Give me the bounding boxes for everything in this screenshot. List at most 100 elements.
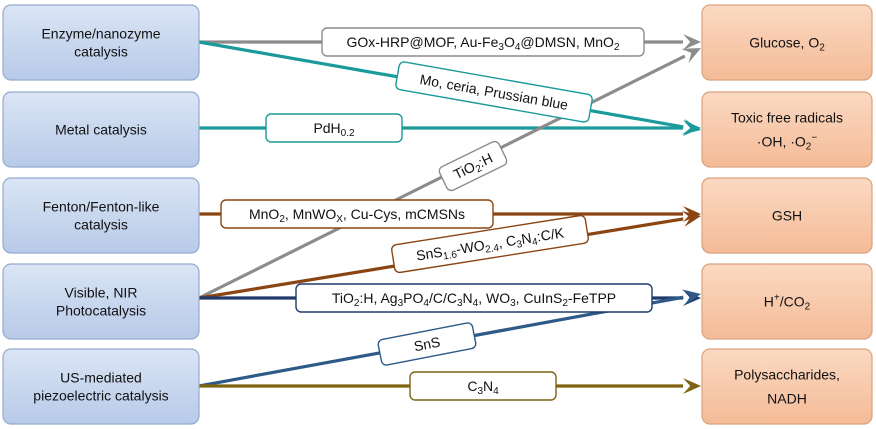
arrow-label-fenton-gsh: MnO2, MnWOX, Cu-Cys, mCMSNs (220, 199, 494, 229)
arrow-label-text: MnO2, MnWOX, Cu-Cys, mCMSNs (249, 206, 465, 225)
arrow-label-segment: 3 (498, 42, 504, 53)
target-label-segment: Polysaccharides, (734, 367, 840, 383)
source-node-metal: Metal catalysis (2, 91, 200, 168)
arrow-label-piezo-hco2: SnS (377, 322, 477, 366)
arrow-label-segment: -WO (455, 237, 486, 257)
arrow-label-segment: , WO (478, 290, 510, 306)
source-label-line: catalysis (74, 44, 128, 60)
target-node-radicals: Toxic free radicals ·OH, ·O2− (701, 91, 873, 168)
arrow-label-box (265, 113, 403, 143)
target-box (701, 4, 873, 81)
arrow-label-segment: 2 (354, 298, 360, 309)
target-label-segment: Toxic free radicals (731, 110, 843, 126)
source-label-line: Metal catalysis (55, 122, 147, 138)
arrow-label-segment: 3 (398, 298, 404, 309)
target-label-segment: H (764, 294, 774, 310)
arrow-label-text: PdH0.2 (313, 120, 355, 139)
arrow-label-box (409, 371, 557, 401)
target-label-line: H+/CO2 (764, 293, 811, 313)
arrow-label-segment: -FeTPP (568, 290, 616, 306)
target-node-poly: Polysaccharides,NADH (701, 348, 873, 425)
arrow-label-segment: GOx-HRP@MOF, Au-Fe (346, 34, 498, 50)
source-label-line: piezoelectric catalysis (33, 388, 168, 404)
source-node-fenton: Fenton/Fenton-like catalysis (2, 177, 200, 254)
arrow-label-text: SnS (412, 334, 441, 355)
source-node-piezo: US-mediated piezoelectric catalysis (2, 348, 200, 425)
source-box (2, 177, 200, 254)
target-label-segment: /CO (780, 294, 805, 310)
source-box (2, 348, 200, 425)
source-label-line: Enzyme/nanozyme (41, 26, 160, 42)
target-label-line: Polysaccharides, (734, 367, 840, 383)
source-label-segment: Photocatalysis (56, 303, 146, 319)
target-label-segment: Glucose, O (749, 35, 819, 51)
target-label-line: ·OH, ·O2− (757, 133, 818, 153)
arrow-label-box (295, 283, 653, 313)
arrow-label-segment: :C/K (536, 224, 566, 244)
arrow-label-segment: TiO (332, 290, 354, 306)
arrow-head (683, 120, 701, 136)
source-label-segment: Visible, NIR (65, 285, 138, 301)
arrow-label-segment: 3 (516, 239, 524, 251)
source-label-segment: US-mediated (60, 370, 142, 386)
source-label-segment: Enzyme/nanozyme (41, 26, 160, 42)
source-label-line: Visible, NIR (65, 285, 138, 301)
target-label-segment: 2 (805, 302, 811, 313)
arrow-label-text: TiO2:H, Ag3PO4/C/C3N4, WO3, CuInS2-FeTPP (332, 290, 616, 309)
arrow-label-segment: 4 (515, 42, 521, 53)
source-label-line: Fenton/Fenton-like (43, 199, 160, 215)
arrow-label-photo-glucose: TiO2:H (438, 140, 508, 192)
source-label-segment: Metal catalysis (55, 122, 147, 138)
target-node-hco2: H+/CO2 (701, 263, 873, 340)
source-node-enzyme: Enzyme/nanozyme catalysis (2, 4, 200, 81)
arrow-label-metal-radicals: PdH0.2 (265, 113, 403, 143)
source-label-segment: catalysis (74, 44, 128, 60)
arrow-label-segment: 3 (510, 298, 516, 309)
arrow-label-segment: X (336, 214, 343, 225)
arrow-label-segment: MnO (249, 206, 279, 222)
source-label-line: catalysis (74, 217, 128, 233)
arrow-head (683, 34, 701, 50)
arrow-label-segment: , C (497, 232, 517, 251)
arrow-label-segment: 3 (457, 298, 463, 309)
arrow-label-segment: , Cu-Cys, mCMSNs (343, 206, 465, 222)
arrow-label-segment: :H (476, 150, 496, 171)
arrow-label-segment: PO (403, 290, 423, 306)
arrow-label-segment: 2 (614, 42, 620, 53)
source-node-photo: Visible, NIR Photocatalysis (2, 263, 200, 340)
source-box (2, 4, 200, 81)
target-box (701, 348, 873, 425)
arrow-label-segment: 2 (562, 298, 568, 309)
source-label-line: Photocatalysis (56, 303, 146, 319)
source-box (2, 91, 200, 168)
target-label-segment: 2 (806, 142, 812, 153)
arrow-label-segment: N (483, 378, 493, 394)
arrow-label-box (438, 140, 508, 192)
arrow-label-segment: @DMSN, MnO (520, 34, 614, 50)
target-label-segment: GSH (772, 208, 802, 224)
arrow-label-segment: 4 (493, 386, 499, 397)
arrow-label-segment: 4 (531, 237, 539, 249)
target-box (701, 263, 873, 340)
arrow-label-photo-hco2: TiO2:H, Ag3PO4/C/C3N4, WO3, CuInS2-FeTPP (295, 283, 653, 313)
arrow-head (681, 289, 701, 306)
arrow-label-segment: N (463, 290, 473, 306)
arrow-label-segment: , CuInS (516, 290, 563, 306)
arrow-label-segment: SnS (415, 244, 444, 264)
arrow-label-box (395, 61, 593, 123)
arrow-label-segment: 4 (423, 298, 429, 309)
arrow-label-piezo-poly: C3N4 (409, 371, 557, 401)
target-box (701, 91, 873, 168)
target-label-line: Glucose, O2 (749, 35, 825, 54)
arrow-label-photo-gsh: SnS1.6-WO2.4, C3N4:C/K (391, 214, 589, 274)
arrow-label-box (391, 214, 589, 274)
source-label-line: US-mediated (60, 370, 142, 386)
arrow-label-segment: SnS (412, 334, 441, 355)
arrow-label-box (377, 322, 477, 366)
arrow-label-segment: 3 (477, 386, 483, 397)
arrow-head (683, 378, 701, 394)
target-node-gsh: GSH (701, 177, 873, 254)
target-node-glucose: Glucose, O2 (701, 4, 873, 81)
source-label-segment: Fenton/Fenton-like (43, 199, 160, 215)
